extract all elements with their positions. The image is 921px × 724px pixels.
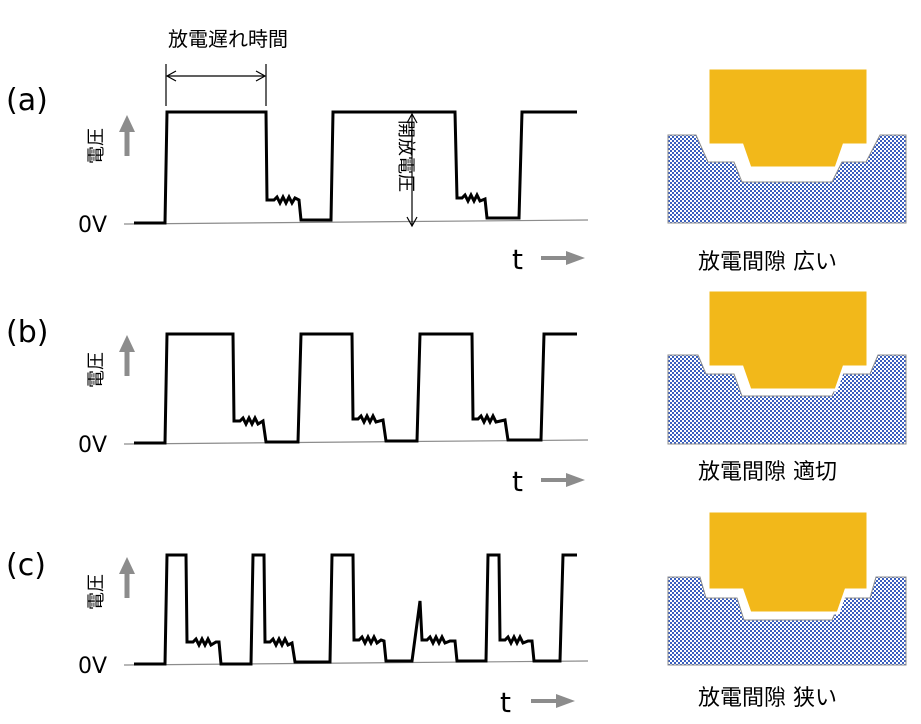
gap-illustration-narrow [667,509,907,666]
electrode [706,66,870,170]
time-label: t [500,686,511,719]
time-axis-arrow-icon [531,694,575,708]
gap-illustration-proper [667,288,907,445]
zero-volt-label: 0V [78,433,107,458]
gap-caption: 放電間隙 広い [698,250,837,275]
panel-label: (b) [6,315,48,350]
y-axis-label: 電圧 [86,352,107,388]
time-label: t [512,243,523,276]
delay-dimension-arrow [165,64,267,106]
workpiece [667,134,907,224]
panel-b: (b) 電圧 0V t 放電間隙 適切 [6,288,907,498]
discharge-delay-label: 放電遅れ時間 [168,27,288,51]
time-label: t [512,465,523,498]
y-axis-arrow-icon [119,557,135,598]
time-axis-arrow-icon [541,473,585,487]
open-voltage-label: 開放電圧 [395,120,416,192]
baseline [123,660,589,666]
y-axis-arrow-icon [119,335,135,376]
panel-label: (a) [6,83,48,118]
electrode [706,509,870,615]
gap-caption: 放電間隙 狭い [698,686,837,711]
panel-c: (c) 電圧 0V t 放電間隙 狭い [6,509,907,719]
voltage-waveform [134,332,577,445]
time-axis-arrow-icon [541,251,585,265]
gap-illustration-wide [667,66,907,224]
voltage-waveform [134,110,577,225]
gap-caption: 放電間隙 適切 [698,460,837,485]
panel-label: (c) [6,548,46,583]
panel-a: (a) 放電遅れ時間 電圧 0V 開放電圧 t [6,27,907,276]
baseline [123,219,589,225]
zero-volt-label: 0V [78,654,107,679]
y-axis-label: 電圧 [86,128,107,164]
y-axis-arrow-icon [119,115,135,156]
open-voltage-dimension [406,112,418,228]
voltage-waveform [134,553,577,666]
electrode [706,288,870,392]
y-axis-label: 電圧 [86,574,107,610]
zero-volt-label: 0V [78,213,107,238]
